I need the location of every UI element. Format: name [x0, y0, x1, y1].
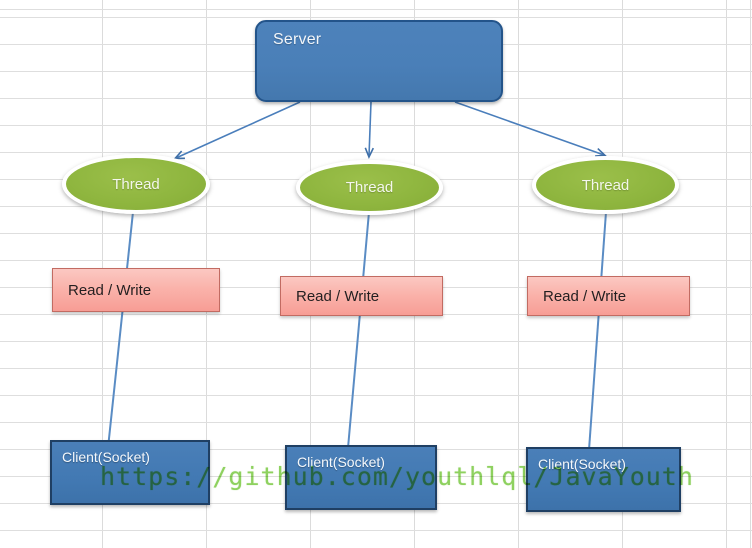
client-socket-label-3: Client(Socket): [538, 456, 626, 472]
thread-node-1[interactable]: Thread: [62, 154, 210, 214]
thread-node-3[interactable]: Thread: [532, 156, 679, 214]
client-socket-node-3[interactable]: Client(Socket): [526, 447, 681, 512]
read-write-node-1[interactable]: Read / Write: [52, 268, 220, 312]
read-write-node-3[interactable]: Read / Write: [527, 276, 690, 316]
thread-label-2: Thread: [345, 179, 394, 196]
thread-node-2[interactable]: Thread: [296, 160, 443, 215]
server-node[interactable]: Server: [255, 20, 503, 102]
read-write-label-3: Read / Write: [543, 287, 627, 305]
server-label: Server: [273, 31, 322, 48]
client-socket-label-1: Client(Socket): [62, 449, 150, 465]
client-socket-node-1[interactable]: Client(Socket): [50, 440, 210, 505]
thread-label-1: Thread: [112, 175, 160, 193]
read-write-label-1: Read / Write: [68, 281, 152, 299]
client-socket-node-2[interactable]: Client(Socket): [285, 445, 437, 510]
read-write-node-2[interactable]: Read / Write: [280, 276, 443, 316]
thread-label-3: Thread: [581, 176, 630, 194]
client-socket-label-2: Client(Socket): [297, 454, 385, 470]
read-write-label-2: Read / Write: [296, 287, 380, 305]
